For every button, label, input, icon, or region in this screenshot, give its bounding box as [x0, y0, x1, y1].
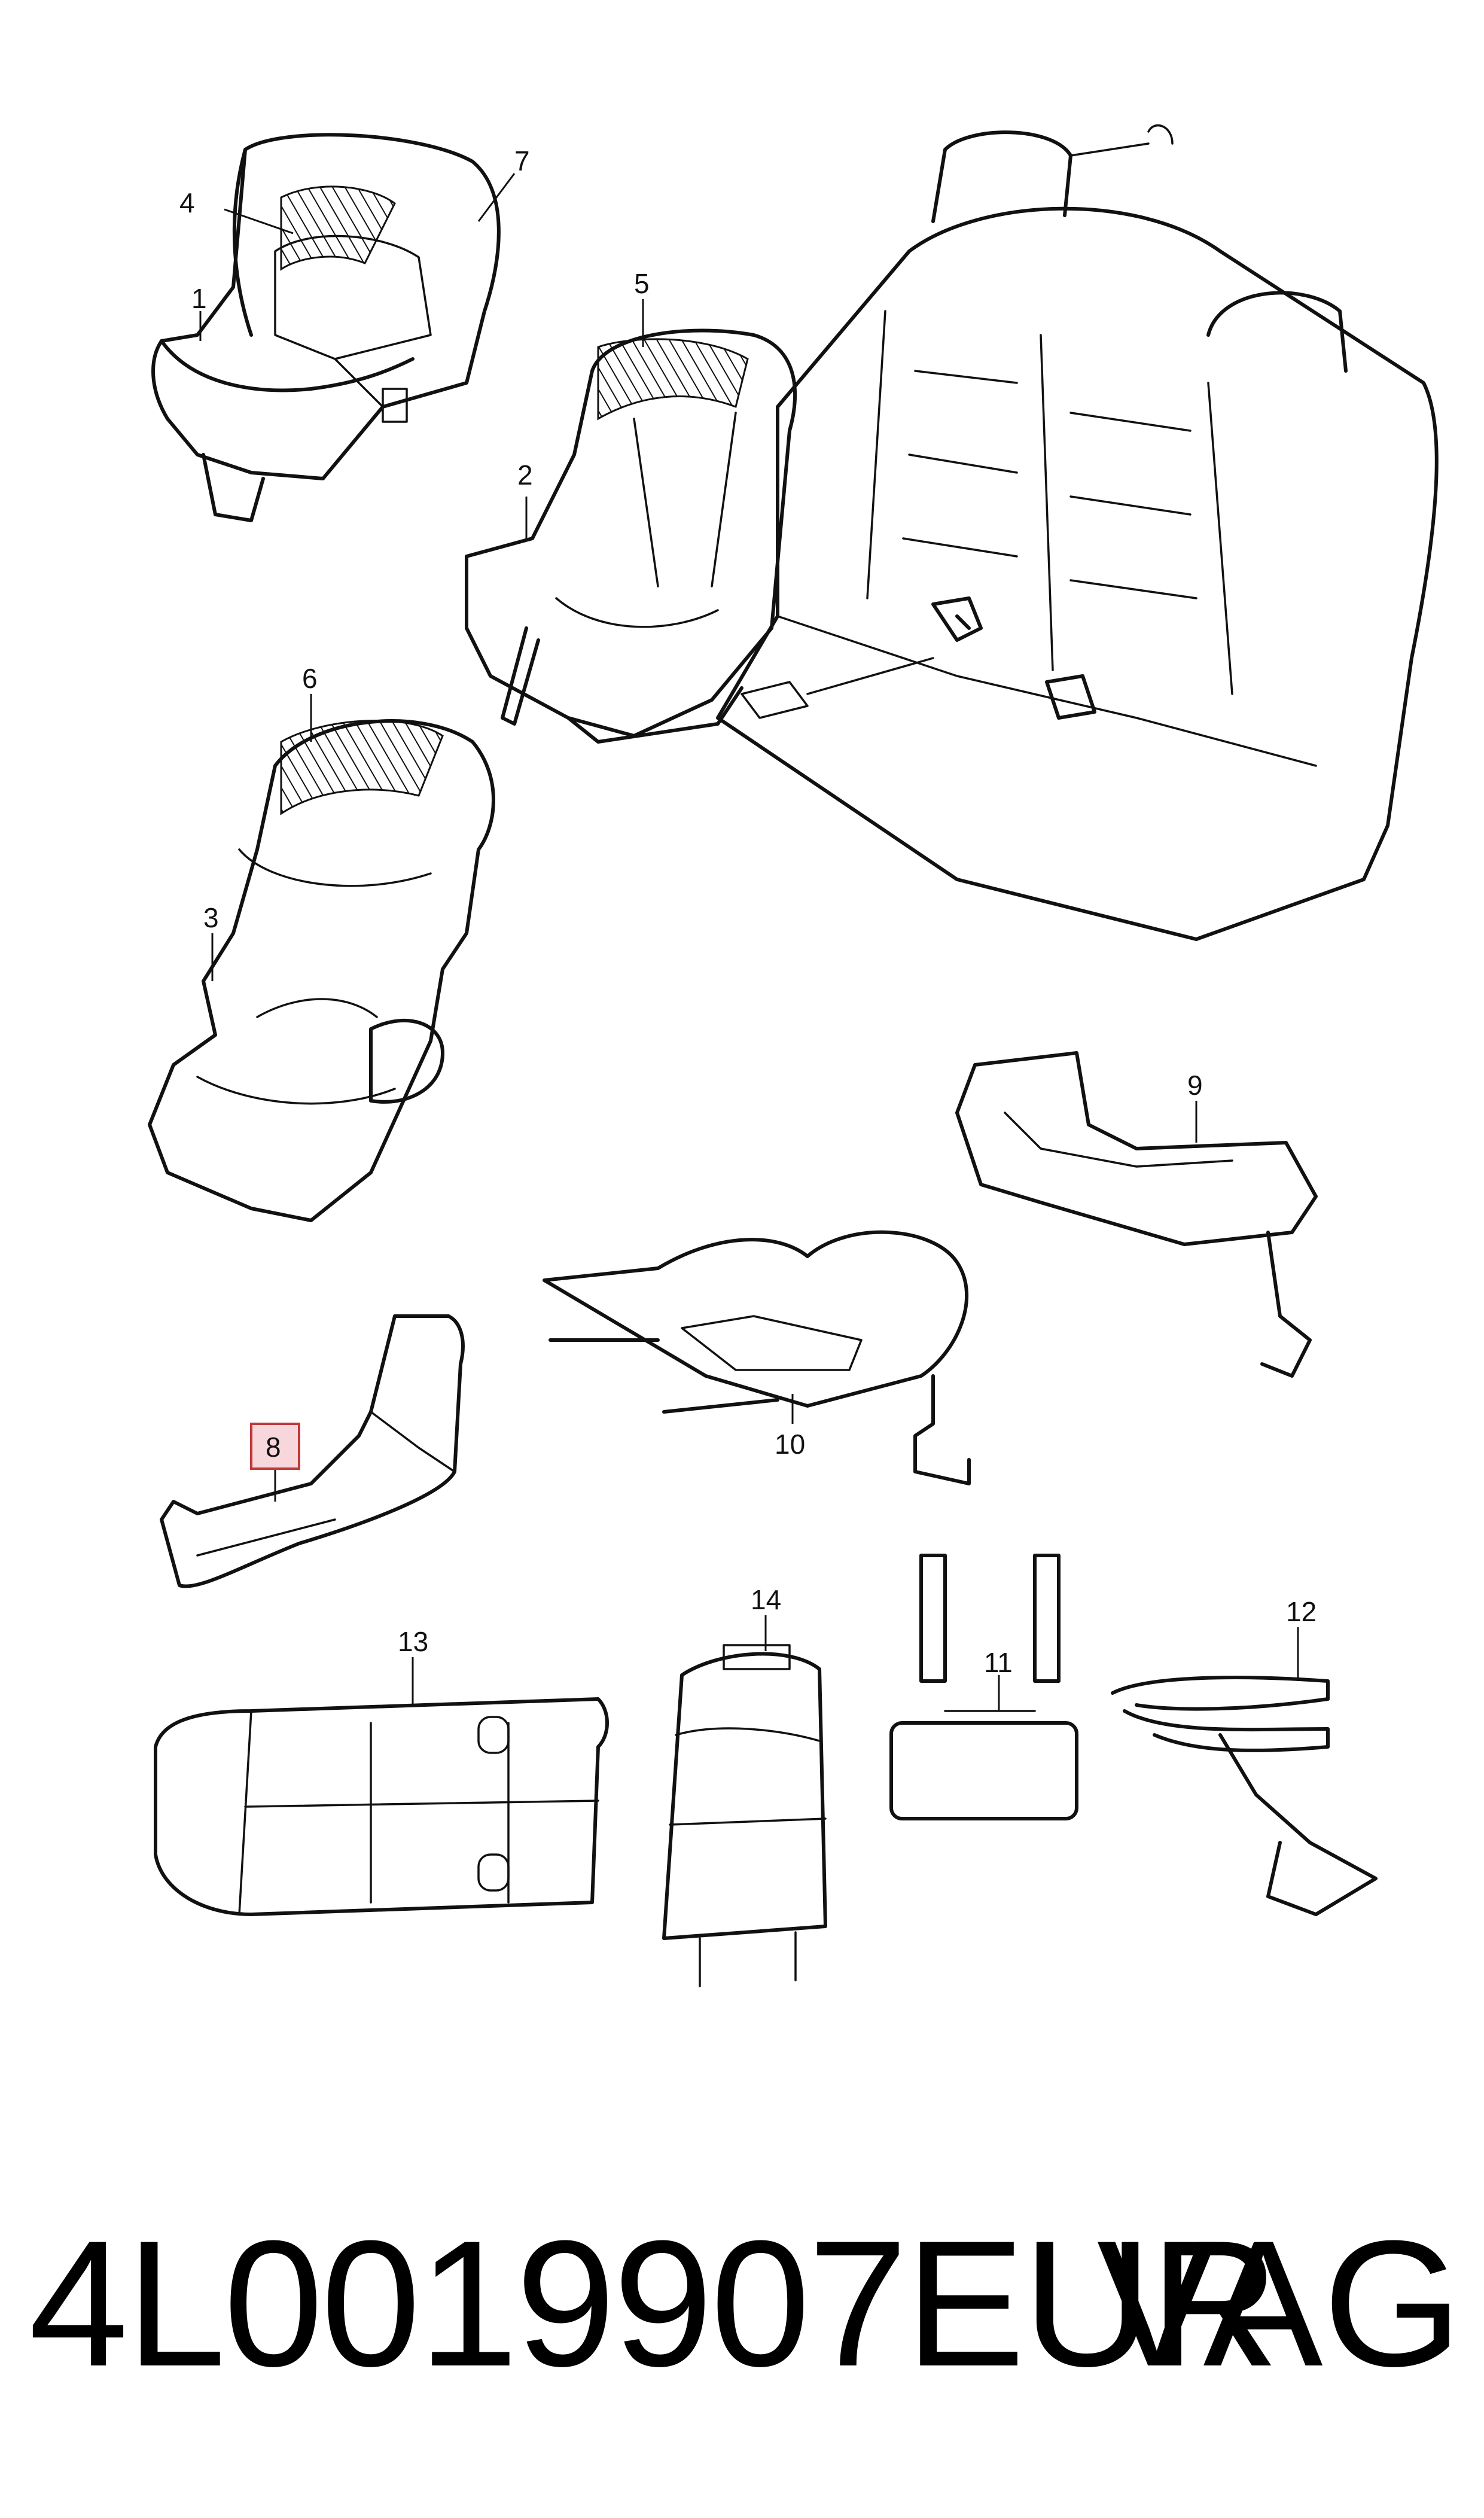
- belt-adapter-12: [1111, 1676, 1378, 1916]
- callout-5: 5: [634, 268, 650, 299]
- part-number: 4L0019907EUR: [29, 2203, 1279, 2404]
- callout-labels: 1 2 3 4 5 6 7 8 9 10 11 12 13 14: [179, 145, 1317, 1678]
- callout-4: 4: [179, 187, 195, 218]
- callout-7: 7: [514, 145, 530, 176]
- isofix-base-10: [543, 1230, 971, 1485]
- rear-bench-seat: [716, 124, 1439, 941]
- callout-12: 12: [1286, 1596, 1317, 1627]
- isofix-base-9: [955, 1051, 1318, 1378]
- booster-seat: [148, 719, 495, 1222]
- callout-13: 13: [398, 1626, 428, 1657]
- back-organiser-14: [662, 1644, 827, 1987]
- toddler-seat: [465, 328, 797, 744]
- callout-8: 8: [266, 1432, 281, 1463]
- cushion-8: [160, 1314, 465, 1588]
- brand-name: VAG: [1096, 2203, 1462, 2404]
- callout-9: 9: [1187, 1070, 1203, 1101]
- parts-diagram: 1 2 3 4 5 6 7 8 9 10 11 12 13 14: [148, 124, 1439, 1987]
- callout-10: 10: [775, 1429, 805, 1460]
- callout-2: 2: [517, 459, 533, 491]
- callout-14: 14: [751, 1584, 781, 1615]
- seat-protector-13: [154, 1697, 609, 1916]
- leader-lines: [199, 173, 1299, 1711]
- callout-1: 1: [191, 283, 207, 314]
- highlight-box-8: [250, 1423, 300, 1470]
- callout-3: 3: [203, 902, 219, 933]
- infant-carrier: [151, 133, 501, 522]
- callout-6: 6: [302, 663, 318, 694]
- callout-11: 11: [984, 1647, 1013, 1678]
- footer: 4L0019907EUR VAG: [0, 2178, 1484, 2429]
- mirror-11: [889, 1554, 1078, 1820]
